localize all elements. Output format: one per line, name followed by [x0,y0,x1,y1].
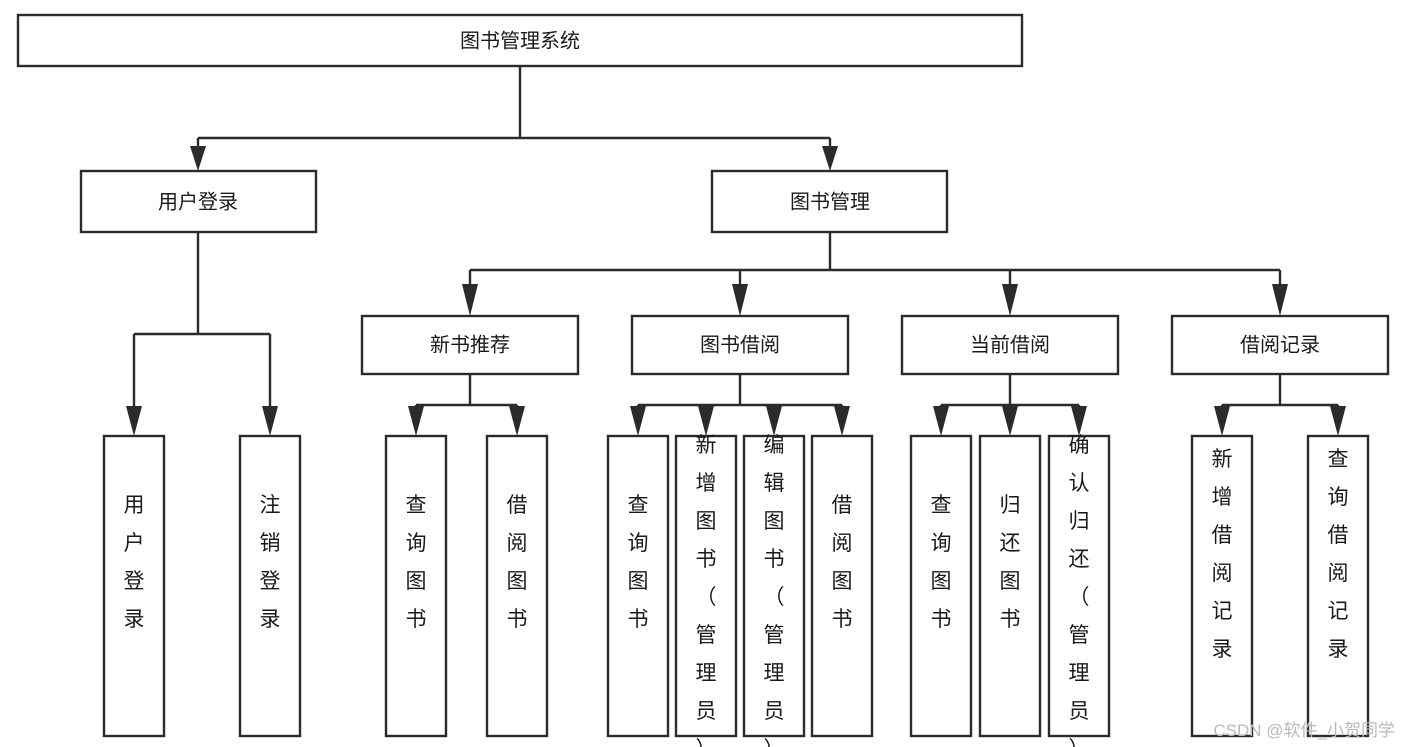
node-leaf-confirm-return-admin-label: 确认归还（管理员） [1069,434,1090,747]
node-leaf-query-book-3[interactable]: 查询图书 [909,434,973,738]
node-leaf-add-borrow-record[interactable]: 新增借阅记录 [1190,434,1254,738]
node-current-borrow[interactable]: 当前借阅 [900,314,1120,376]
node-leaf-add-book-admin-label: 新增图书（管理员） [696,434,717,747]
node-leaf-confirm-return-admin[interactable]: 确认归还（管理员） [1047,434,1111,747]
node-borrow-record-label: 借阅记录 [1240,333,1320,356]
arrow-leaf-query-book-1 [408,406,424,436]
csdn-watermark: CSDN @软件_小贺同学 [1213,721,1395,740]
node-leaf-add-borrow-record-box[interactable] [1190,434,1254,738]
node-leaf-user-login[interactable]: 用户登录 [102,434,166,738]
node-leaf-query-book-3-label: 查询图书 [931,494,952,631]
arrow-leaf-edit-book-admin [766,406,782,436]
arrow-to-book-manage [822,146,838,171]
node-leaf-query-book-1-label: 查询图书 [406,494,427,631]
node-user-login-label: 用户登录 [158,190,238,213]
arrow-leaf-query-book-3 [933,406,949,436]
node-leaf-borrow-book-2[interactable]: 借阅图书 [810,434,874,738]
node-leaf-logout-login-label: 注销登录 [260,494,281,631]
node-current-borrow-box[interactable] [900,314,1120,376]
node-leaf-query-borrow-record[interactable]: 查询借阅记录 [1306,434,1370,738]
node-new-book-recommend-label: 新书推荐 [430,333,510,356]
node-user-login[interactable]: 用户登录 [79,169,318,234]
node-leaf-edit-book-admin-label: 编辑图书（管理员） [764,434,785,747]
node-leaf-edit-book-admin[interactable]: 编辑图书（管理员） [742,434,806,747]
node-leaf-logout-login[interactable]: 注销登录 [238,434,302,738]
node-new-book-recommend[interactable]: 新书推荐 [360,314,580,376]
arrow-leaf-query-book-2 [630,406,646,436]
arrow-leaf-query-borrow-record [1330,406,1346,436]
node-book-manage[interactable]: 图书管理 [710,169,949,234]
arrow-to-new-book-recommend [462,284,478,316]
node-leaf-query-book-2[interactable]: 查询图书 [606,434,670,738]
node-user-login-box[interactable] [79,169,318,234]
node-leaf-add-book-admin-box[interactable] [674,434,738,738]
node-leaf-query-book-1[interactable]: 查询图书 [384,434,448,738]
arrow-leaf-borrow-book-2 [834,406,850,436]
node-leaf-confirm-return-admin-box[interactable] [1047,434,1111,738]
arrow-to-book-borrow [732,284,748,316]
node-borrow-record-box[interactable] [1170,314,1390,376]
arrow-leaf-logout-login [262,406,278,436]
node-root-box[interactable] [16,13,1024,68]
node-leaf-return-book-label: 归还图书 [1000,494,1021,631]
node-leaf-query-book-2-label: 查询图书 [628,494,649,631]
node-leaf-borrow-book-2-label: 借阅图书 [832,494,853,631]
node-leaf-borrow-book-1-label: 借阅图书 [507,494,528,631]
node-leaf-return-book-box[interactable] [978,434,1042,738]
arrow-leaf-borrow-book-1 [509,406,525,436]
node-leaf-return-book[interactable]: 归还图书 [978,434,1042,738]
arrow-to-borrow-record [1272,284,1288,316]
arrow-leaf-return-book [1002,406,1018,436]
node-book-borrow-box[interactable] [630,314,850,376]
node-leaf-logout-login-box[interactable] [238,434,302,738]
node-leaf-user-login-label: 用户登录 [124,494,145,631]
arrow-leaf-add-borrow-record [1214,406,1230,436]
arrow-to-user-login [190,146,206,171]
node-book-borrow-label: 图书借阅 [700,333,780,356]
arrow-to-current-borrow [1002,284,1018,316]
arrow-leaf-add-book-admin [698,406,714,436]
node-leaf-borrow-book-1-box[interactable] [485,434,549,738]
edge-layer [126,66,1346,436]
node-leaf-query-book-2-box[interactable] [606,434,670,738]
node-root[interactable]: 图书管理系统 [16,13,1024,68]
arrow-leaf-user-login [126,406,142,436]
node-book-manage-box[interactable] [710,169,949,234]
node-leaf-query-book-1-box[interactable] [384,434,448,738]
node-book-manage-label: 图书管理 [790,190,870,213]
node-root-label: 图书管理系统 [460,29,580,52]
node-leaf-query-borrow-record-box[interactable] [1306,434,1370,738]
node-leaf-borrow-book-2-box[interactable] [810,434,874,738]
node-leaf-borrow-book-1[interactable]: 借阅图书 [485,434,549,738]
arrow-leaf-confirm-return-admin [1071,406,1087,436]
node-leaf-edit-book-admin-box[interactable] [742,434,806,738]
node-book-borrow[interactable]: 图书借阅 [630,314,850,376]
node-leaf-query-borrow-record-label: 查询借阅记录 [1328,448,1349,661]
node-leaf-add-book-admin[interactable]: 新增图书（管理员） [674,434,738,747]
node-borrow-record[interactable]: 借阅记录 [1170,314,1390,376]
node-leaf-add-borrow-record-label: 新增借阅记录 [1212,448,1233,661]
node-new-book-recommend-box[interactable] [360,314,580,376]
node-leaf-query-book-3-box[interactable] [909,434,973,738]
node-leaf-user-login-box[interactable] [102,434,166,738]
node-current-borrow-label: 当前借阅 [970,333,1050,356]
